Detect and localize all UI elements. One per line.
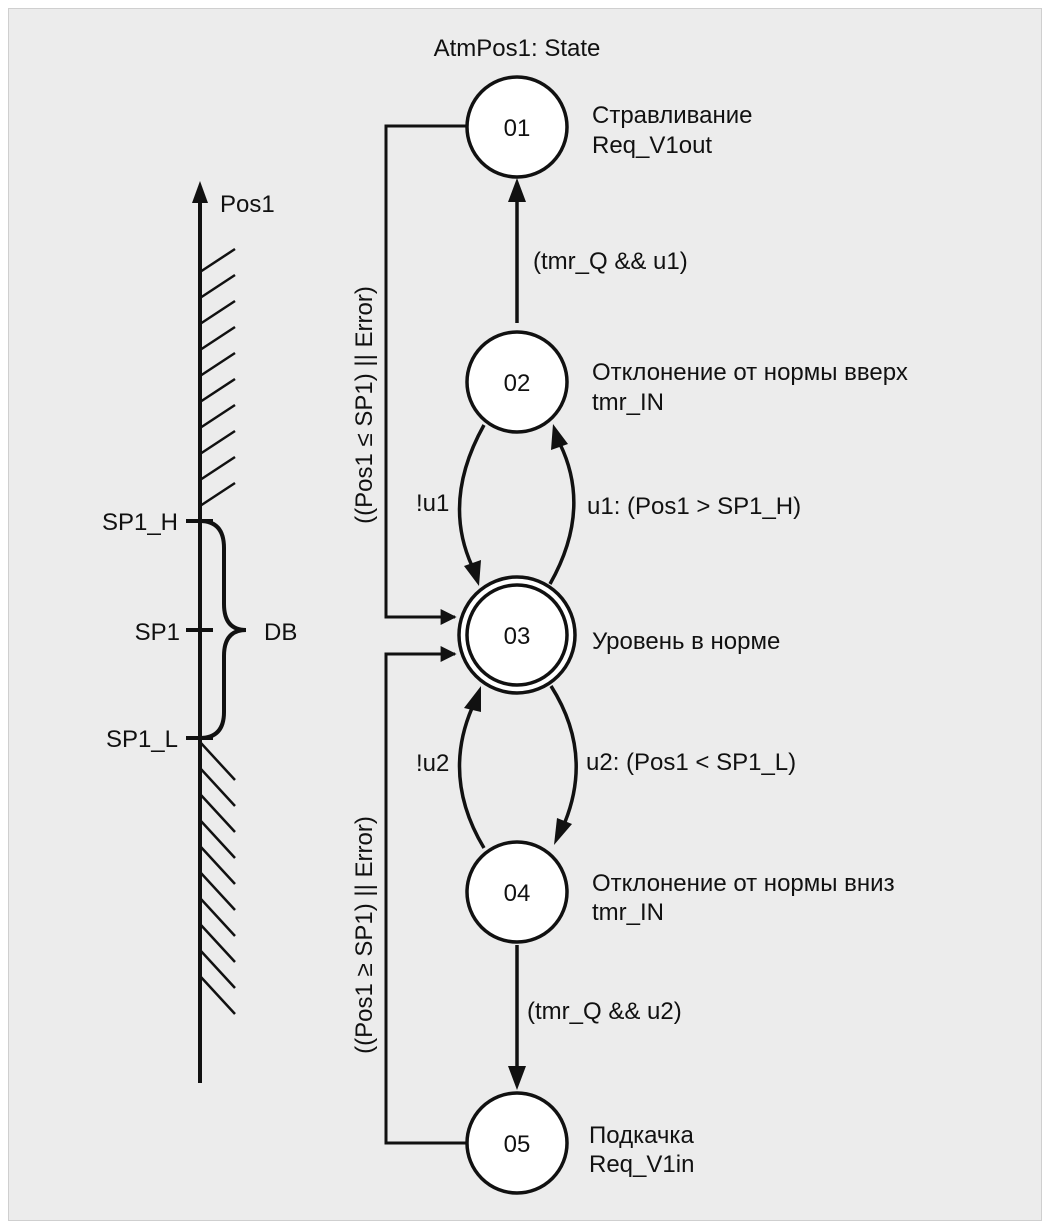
state-03: 03: [457, 575, 577, 695]
transition-01-03: [384, 124, 468, 625]
transition-02-03: [457, 424, 486, 586]
diagram-title: AtmPos1: State: [434, 35, 601, 62]
state-02: 02: [465, 330, 569, 434]
transition-04-03: [457, 686, 486, 849]
state-01-id: 01: [504, 115, 531, 142]
axis-label: Pos1: [220, 191, 275, 218]
transition-05-03: [384, 646, 468, 1145]
state-04-action: tmr_IN: [592, 899, 664, 926]
transition-02-01: [508, 178, 526, 323]
deadband-brace: [199, 519, 247, 740]
state-01-action: Req_V1out: [592, 132, 712, 159]
state-01: 01: [465, 75, 569, 179]
pos1-axis: Pos1 SP1_H SP1 SP1_L DB: [102, 181, 297, 1083]
state-04-name: Отклонение от нормы вниз: [592, 870, 895, 897]
state-04: 04: [465, 840, 569, 944]
upper-hatching: [199, 247, 236, 508]
state-03-name: Уровень в норме: [592, 628, 780, 655]
state-05-action: Req_V1in: [589, 1151, 694, 1178]
state-01-name: Стравливание: [592, 102, 752, 129]
lower-hatching: [199, 741, 236, 1015]
state-05-id: 05: [504, 1131, 531, 1158]
deadband-label: DB: [264, 619, 297, 646]
sp1-label: SP1: [135, 619, 180, 646]
label-01-03: ((Pos1 ≤ SP1) || Error): [351, 286, 378, 524]
state-05: 05: [465, 1091, 569, 1195]
state-04-id: 04: [504, 880, 531, 907]
transition-04-05: [508, 945, 526, 1090]
label-04-03: !u2: [416, 750, 449, 777]
axis-arrowhead: [192, 181, 208, 203]
transition-03-04: [549, 685, 578, 845]
sp1-l-label: SP1_L: [106, 726, 178, 753]
state-05-name: Подкачка: [589, 1122, 694, 1149]
transition-03-02: [548, 424, 576, 585]
label-02-03: !u1: [416, 490, 449, 517]
state-02-id: 02: [504, 370, 531, 397]
sp1-h-label: SP1_H: [102, 509, 178, 536]
state-02-name: Отклонение от нормы вверх: [592, 359, 908, 386]
state-03-id: 03: [504, 623, 531, 650]
label-02-01: (tmr_Q && u1): [533, 248, 688, 275]
label-04-05: (tmr_Q && u2): [527, 998, 682, 1025]
label-03-04: u2: (Pos1 < SP1_L): [586, 749, 796, 776]
state-02-action: tmr_IN: [592, 389, 664, 416]
label-03-02: u1: (Pos1 > SP1_H): [587, 493, 801, 520]
label-05-03: ((Pos1 ≥ SP1) || Error): [351, 816, 378, 1054]
